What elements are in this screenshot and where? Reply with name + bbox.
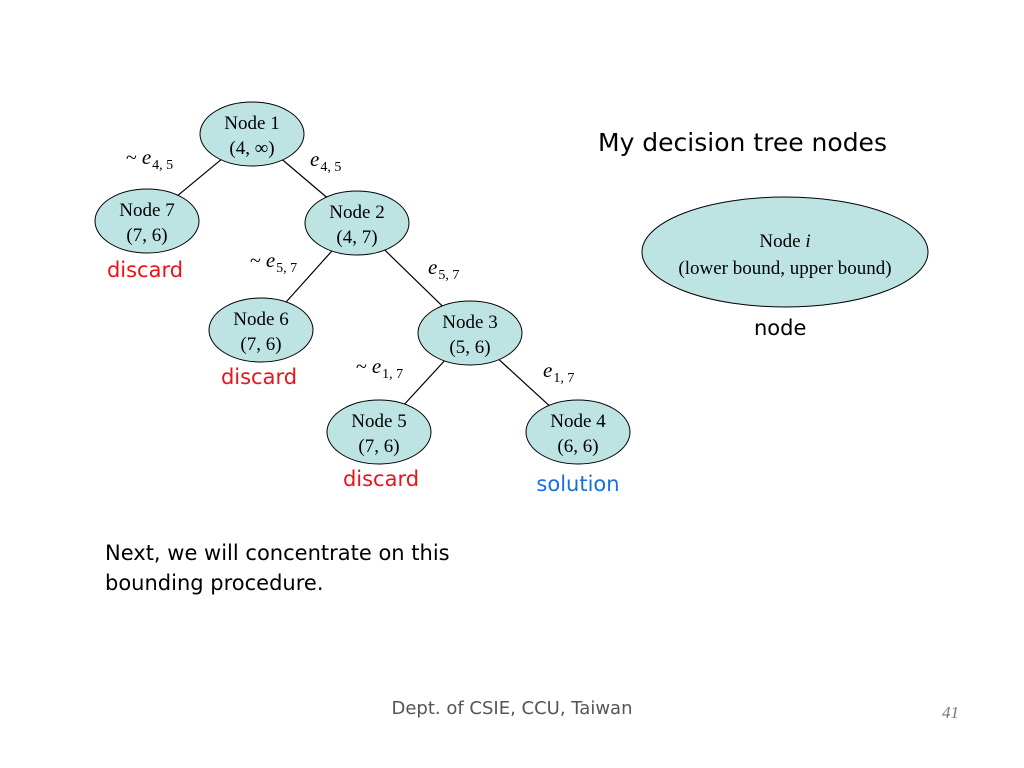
footer: Dept. of CSIE, CCU, Taiwan — [391, 698, 633, 719]
edge-label-node-3-node-4: e1, 7 — [543, 358, 574, 386]
node-5-ellipse — [326, 399, 432, 465]
node-6-status: discard — [221, 365, 297, 389]
body-text: Next, we will concentrate on this boundi… — [105, 541, 450, 595]
edge-node-1-node-7 — [177, 159, 222, 196]
edge-label-node-3-node-5: ~ e1, 7 — [356, 354, 403, 382]
node-6-name: Node 6 — [233, 309, 288, 330]
legend-line-1: Node i — [759, 231, 810, 252]
node-7: Node 7 (7, 6) — [94, 188, 200, 254]
node-2-ellipse — [304, 190, 410, 256]
node-5: Node 5 (7, 6) — [326, 399, 432, 465]
node-3: Node 3 (5, 6) — [417, 300, 523, 366]
node-5-status: discard — [343, 467, 419, 491]
node-1-name: Node 1 — [224, 113, 279, 134]
node-3-ellipse — [417, 300, 523, 366]
node-6-bound: (7, 6) — [240, 334, 281, 355]
node-6: Node 6 (7, 6) — [208, 297, 314, 363]
node-4-status: solution — [536, 472, 619, 496]
node-7-status: discard — [107, 258, 183, 282]
node-5-bound: (7, 6) — [358, 436, 399, 457]
edge-node-3-node-4 — [498, 359, 550, 406]
node-7-ellipse — [94, 188, 200, 254]
node-1-ellipse — [199, 101, 305, 167]
node-2-bound: (4, 7) — [336, 227, 377, 248]
node-4-bound: (6, 6) — [557, 436, 598, 457]
edge-label-node-2-node-3: e5, 7 — [428, 255, 459, 283]
edge-label-node-1-node-2: e4, 5 — [310, 147, 341, 175]
node-5-name: Node 5 — [351, 411, 406, 432]
edge-label-node-1-node-7: ~ e4, 5 — [126, 145, 173, 173]
page-number: 41 — [942, 703, 959, 722]
node-6-ellipse — [208, 297, 314, 363]
node-2-name: Node 2 — [329, 202, 384, 223]
edge-label-node-2-node-6: ~ e5, 7 — [250, 248, 297, 276]
legend-ellipse — [641, 196, 929, 308]
node-2: Node 2 (4, 7) — [304, 190, 410, 256]
node-7-bound: (7, 6) — [126, 225, 167, 246]
node-1-bound: (4, ∞) — [229, 138, 274, 159]
node-4-ellipse — [525, 399, 631, 465]
edge-node-3-node-5 — [404, 360, 445, 405]
slide-title: My decision tree nodes — [598, 128, 887, 157]
node-3-bound: (5, 6) — [449, 337, 490, 358]
legend-line-2: (lower bound, upper bound) — [678, 258, 891, 279]
node-1: Node 1 (4, ∞) — [199, 101, 305, 167]
node-3-name: Node 3 — [442, 312, 497, 333]
edge-node-1-node-2 — [282, 159, 327, 198]
node-7-name: Node 7 — [119, 200, 174, 221]
edge-node-2-node-3 — [384, 249, 443, 307]
legend-node: Node i (lower bound, upper bound) — [641, 196, 929, 308]
legend-caption: node — [754, 316, 807, 340]
node-4-name: Node 4 — [550, 411, 606, 432]
node-4: Node 4 (6, 6) — [525, 399, 631, 465]
edge-node-2-node-6 — [285, 250, 333, 303]
